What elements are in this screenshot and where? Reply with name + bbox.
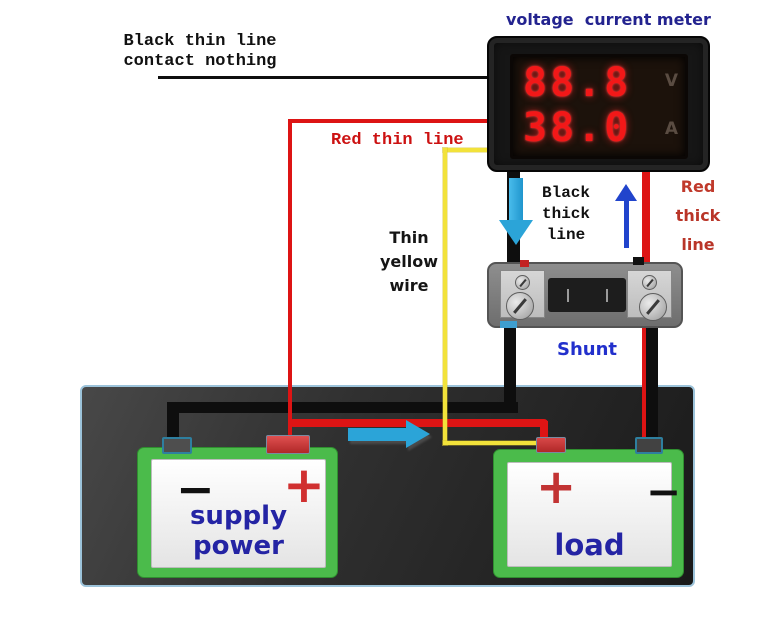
load-negative-sign: − xyxy=(646,467,682,516)
meter-display: 88.8 V 38.0 A xyxy=(510,54,688,159)
black-thin-line-note: Black thin line contact nothing xyxy=(116,32,284,72)
up-arrow-head-icon xyxy=(615,184,637,201)
note-line: wire xyxy=(389,276,429,295)
thin-yellow-wire-note: Thin yellow wire xyxy=(376,226,442,298)
black-thick-wire-shunt-left-down xyxy=(504,320,516,413)
yellow-wire-top xyxy=(443,148,489,152)
black-thick-wire-supply-negative xyxy=(167,402,179,446)
screw-icon xyxy=(642,275,657,290)
black-thin-wire xyxy=(158,76,488,79)
shunt-mark xyxy=(606,289,608,302)
red-thin-wire-vertical xyxy=(288,119,292,439)
note-line: Thin xyxy=(389,228,429,247)
load-positive-terminal xyxy=(536,437,566,453)
supply-positive-sign: + xyxy=(283,456,325,514)
voltage-current-meter: 88.8 V 38.0 A xyxy=(487,36,710,172)
note-line: thick xyxy=(675,206,721,225)
shunt-black-tab xyxy=(633,257,644,265)
note-line: contact nothing xyxy=(123,52,277,71)
supply-battery: − + supply power xyxy=(137,447,338,578)
note-line: thick xyxy=(541,205,590,223)
down-arrow-icon xyxy=(509,178,523,222)
load-battery-label: load xyxy=(554,528,625,562)
supply-positive-terminal xyxy=(266,435,310,454)
supply-battery-panel: − + supply power xyxy=(151,456,326,568)
supply-battery-label: supply power xyxy=(189,501,288,561)
voltage-unit: V xyxy=(664,71,678,91)
diagram-title: voltage current meter xyxy=(506,10,711,29)
screw-icon xyxy=(506,292,534,320)
load-negative-terminal xyxy=(635,437,663,454)
load-positive-sign: + xyxy=(536,459,577,515)
load-battery-panel: + − load xyxy=(507,459,681,567)
voltage-readout: 88.8 xyxy=(523,60,632,106)
black-thick-wire-horizontal xyxy=(167,402,518,413)
up-arrow-icon xyxy=(624,198,629,248)
shunt-resistive-element xyxy=(548,278,626,312)
shunt-resistor xyxy=(487,257,683,328)
down-arrow-head-icon xyxy=(499,220,533,245)
red-thin-wire-horizontal xyxy=(289,119,488,123)
supply-negative-terminal xyxy=(162,437,192,454)
screw-icon xyxy=(515,275,530,290)
shunt-mark xyxy=(567,289,569,302)
note-line: yellow xyxy=(379,252,439,271)
black-thick-line-note: Black thick line xyxy=(536,183,596,246)
shunt-blue-tab xyxy=(500,321,517,328)
red-thick-line-note: Red thick line xyxy=(672,172,724,259)
note-line: line xyxy=(681,235,715,254)
current-unit: A xyxy=(664,119,678,139)
shunt-red-tab xyxy=(520,260,529,267)
black-thick-wire-shunt-to-load xyxy=(646,320,658,448)
red-thick-wire-load-positive xyxy=(540,421,548,443)
current-readout: 38.0 xyxy=(523,105,632,151)
red-thin-line-note: Red thin line xyxy=(331,131,464,150)
note-line: line xyxy=(546,226,586,244)
note-line: Red xyxy=(680,177,716,196)
yellow-wire-bottom xyxy=(443,441,544,445)
load-battery: + − load xyxy=(493,449,684,578)
shunt-label: Shunt xyxy=(557,339,618,360)
supply-negative-sign: − xyxy=(176,462,215,516)
screw-icon xyxy=(639,293,667,321)
note-line: Black xyxy=(541,184,590,202)
yellow-wire-vertical xyxy=(443,148,447,445)
note-line: Black thin line xyxy=(123,32,277,51)
